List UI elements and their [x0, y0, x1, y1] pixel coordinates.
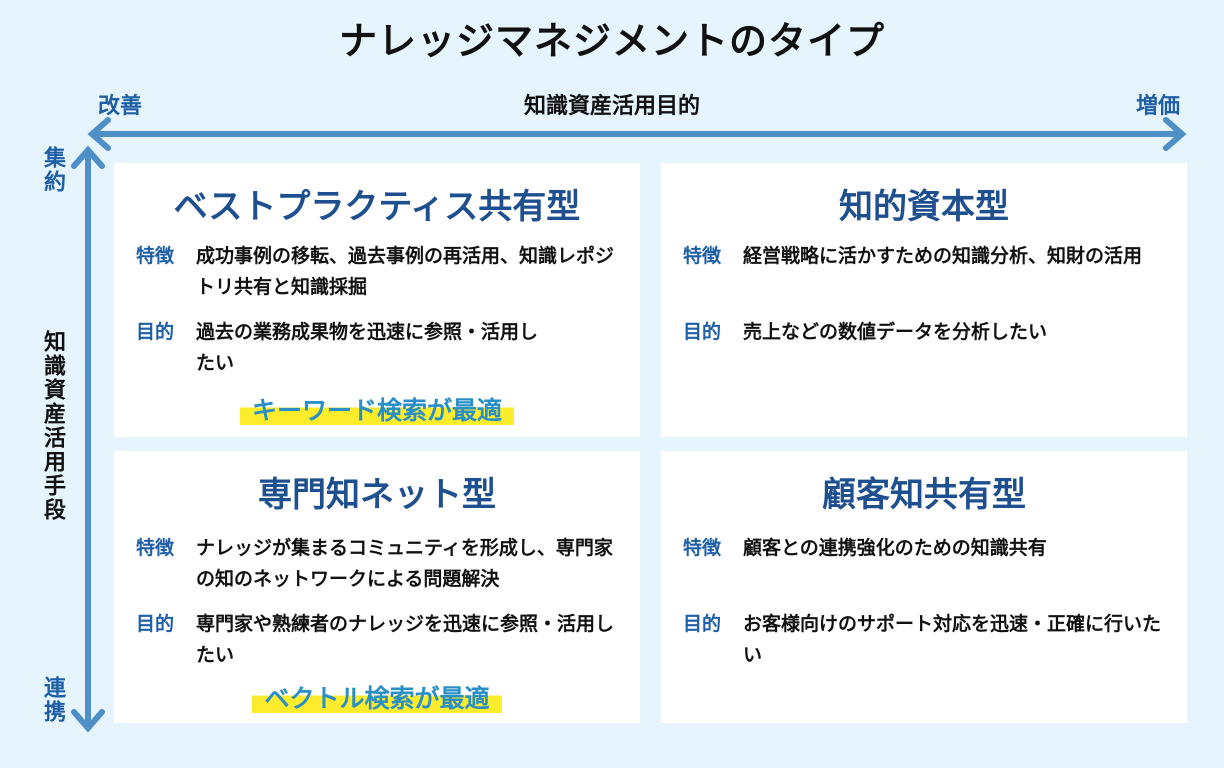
- x-axis-right-label: 増価: [1136, 94, 1181, 119]
- quadrant-best-practice: ベストプラクティス共有型 特徴 成功事例の移転、過去事例の再活用、知識レポジトリ…: [114, 163, 640, 437]
- recommendation-badge: キーワード検索が最適: [114, 391, 640, 427]
- x-axis-label: 知識資産活用目的: [523, 94, 700, 119]
- feature-text: 成功事例の移転、過去事例の再活用、知識レポジトリ共有と知識採掘: [196, 245, 615, 298]
- quadrant-title: 知的資本型: [839, 187, 1009, 227]
- quadrant-title: 専門知ネット型: [258, 475, 496, 515]
- feature-label: 特徴: [136, 245, 175, 267]
- quadrant-title: ベストプラクティス共有型: [173, 187, 581, 227]
- purpose-label: 目的: [136, 321, 175, 343]
- feature-label: 特徴: [683, 537, 722, 559]
- x-axis-left-label: 改善: [98, 94, 143, 119]
- purpose-text: 過去の業務成果物を迅速に参照・活用したい: [196, 321, 539, 374]
- y-axis-top-label: 集約: [40, 146, 65, 194]
- y-axis-label: 知識資産活用手段: [40, 330, 65, 522]
- purpose-text: 専門家や熟練者のナレッジを迅速に参照・活用したい: [196, 613, 615, 666]
- purpose-label: 目的: [136, 613, 175, 635]
- feature-text: 経営戦略に活かすための知識分析、知財の活用: [743, 245, 1143, 267]
- quadrant-customer-knowledge: 顧客知共有型 特徴 顧客との連携強化のための知識共有 目的 お客様向けのサポート…: [661, 451, 1187, 723]
- recommendation-badge: ベクトル検索が最適: [114, 679, 640, 715]
- feature-label: 特徴: [683, 245, 722, 267]
- feature-text: ナレッジが集まるコミュニティを形成し、専門家の知のネットワークによる問題解決: [196, 537, 613, 590]
- y-axis-bottom-label: 連携: [40, 676, 65, 724]
- feature-label: 特徴: [136, 537, 175, 559]
- quadrant-expert-network: 専門知ネット型 特徴 ナレッジが集まるコミュニティを形成し、専門家の知のネットワ…: [114, 451, 640, 723]
- diagram-title: ナレッジマネジメントのタイプ: [338, 19, 885, 63]
- purpose-text: お客様向けのサポート対応を迅速・正確に行いたい: [743, 613, 1162, 666]
- feature-text: 顧客との連携強化のための知識共有: [743, 537, 1047, 559]
- purpose-text: 売上などの数値データを分析したい: [743, 321, 1048, 343]
- purpose-label: 目的: [683, 321, 722, 343]
- purpose-label: 目的: [683, 613, 722, 635]
- quadrant-intellectual-capital: 知的資本型 特徴 経営戦略に活かすための知識分析、知財の活用 目的 売上などの数…: [661, 163, 1187, 437]
- quadrant-title: 顧客知共有型: [822, 475, 1026, 515]
